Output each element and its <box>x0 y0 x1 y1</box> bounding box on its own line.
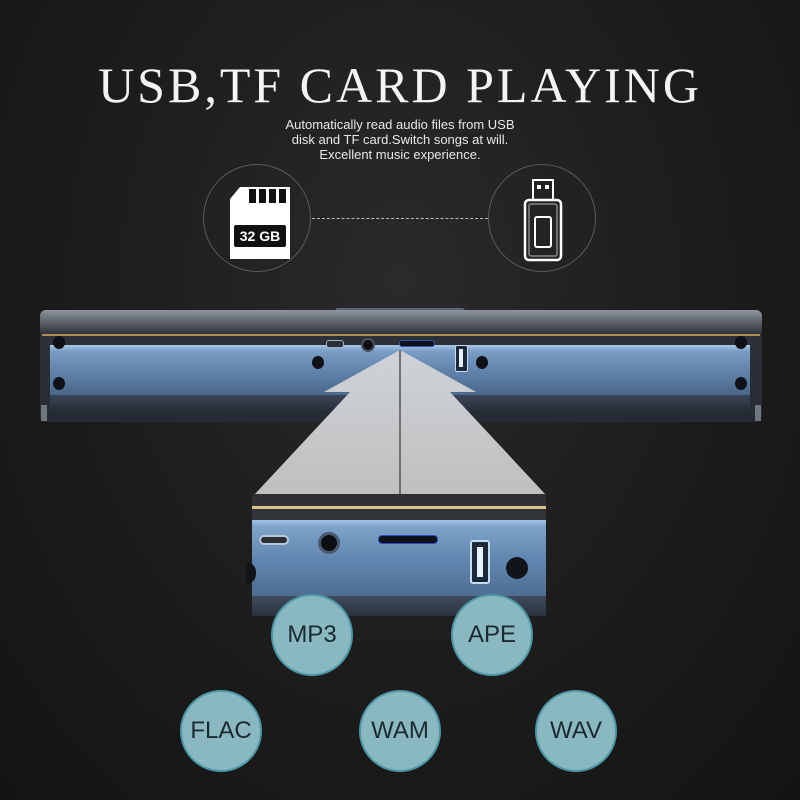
format-badge-ape: APE <box>451 594 533 676</box>
zoomed-trim <box>252 506 546 509</box>
soundbar-foot-right <box>755 405 761 421</box>
sd-capacity-label: 32 GB <box>239 228 281 244</box>
subtitle: Automatically read audio files from USB … <box>0 117 800 162</box>
zoomed-port-panel <box>252 520 546 598</box>
format-badge-flac: FLAC <box>180 690 262 772</box>
usb-port-icon <box>455 345 468 372</box>
tf-card-slot-icon <box>378 535 438 544</box>
dashed-connector <box>312 218 488 219</box>
usb-drive-icon <box>523 179 563 262</box>
subtitle-line-1: Automatically read audio files from USB <box>285 117 515 132</box>
screw-icon <box>53 336 65 349</box>
screw-icon <box>735 336 747 349</box>
micro-usb-port-icon <box>259 535 289 545</box>
screw-icon <box>506 557 528 579</box>
sd-card-circle: 32 GB <box>203 164 311 272</box>
soundbar-trim <box>42 334 760 336</box>
sd-card-icon <box>230 187 290 259</box>
screw-icon <box>312 356 324 369</box>
aux-jack-icon <box>318 532 340 554</box>
usb-port-icon <box>470 540 490 584</box>
aux-jack-icon <box>361 338 375 352</box>
tf-card-slot-icon <box>399 340 435 347</box>
format-badge-wav: WAV <box>535 690 617 772</box>
soundbar-foot-left <box>41 405 47 421</box>
screw-icon <box>53 377 65 390</box>
screw-icon <box>246 562 256 584</box>
subtitle-line-3: Excellent music experience. <box>319 147 481 162</box>
screw-icon <box>476 356 488 369</box>
format-badge-mp3: MP3 <box>271 594 353 676</box>
arrow-pointer-icon <box>254 350 546 495</box>
format-badge-wam: WAM <box>359 690 441 772</box>
micro-usb-port-icon <box>326 340 344 348</box>
screw-icon <box>735 377 747 390</box>
usb-drive-circle <box>488 164 596 272</box>
subtitle-line-2: disk and TF card.Switch songs at will. <box>291 132 509 147</box>
page-title: USB,TF CARD PLAYING <box>98 57 702 113</box>
